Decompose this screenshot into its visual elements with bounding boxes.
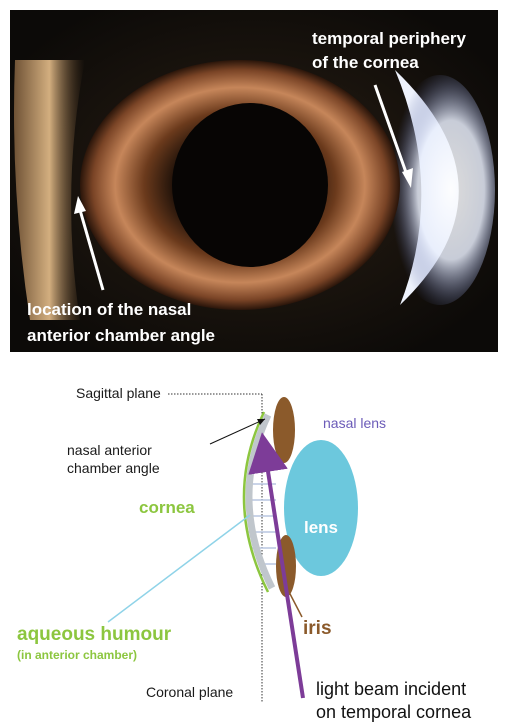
label-nasal-angle-1: nasal anterior (67, 442, 152, 458)
aqueous-pointer (108, 515, 250, 622)
label-nasal-angle-2: chamber angle (67, 460, 160, 476)
label-iris: iris (303, 618, 332, 639)
iris-top (273, 397, 295, 463)
label-lens: lens (304, 518, 338, 537)
label-temporal-2: of the cornea (312, 53, 419, 72)
label-beam-2: on temporal cornea (316, 702, 472, 722)
label-nasal-1: location of the nasal (27, 300, 191, 319)
label-coronal-plane: Coronal plane (146, 684, 233, 700)
label-sagittal-plane: Sagittal plane (76, 385, 161, 401)
label-aqueous-1: aqueous humour (17, 624, 172, 645)
pupil (172, 103, 328, 267)
label-beam-1: light beam incident (316, 679, 466, 699)
label-nasal-2: anterior chamber angle (27, 326, 215, 345)
label-aqueous-2: (in anterior chamber) (17, 648, 137, 662)
cross-section-diagram: Sagittal plane nasal lens nasal anterior… (17, 385, 472, 722)
label-nasal-lens: nasal lens (323, 415, 386, 431)
temporal-glow-halo (385, 75, 495, 305)
label-temporal-1: temporal periphery (312, 29, 467, 48)
label-cornea: cornea (139, 498, 195, 517)
